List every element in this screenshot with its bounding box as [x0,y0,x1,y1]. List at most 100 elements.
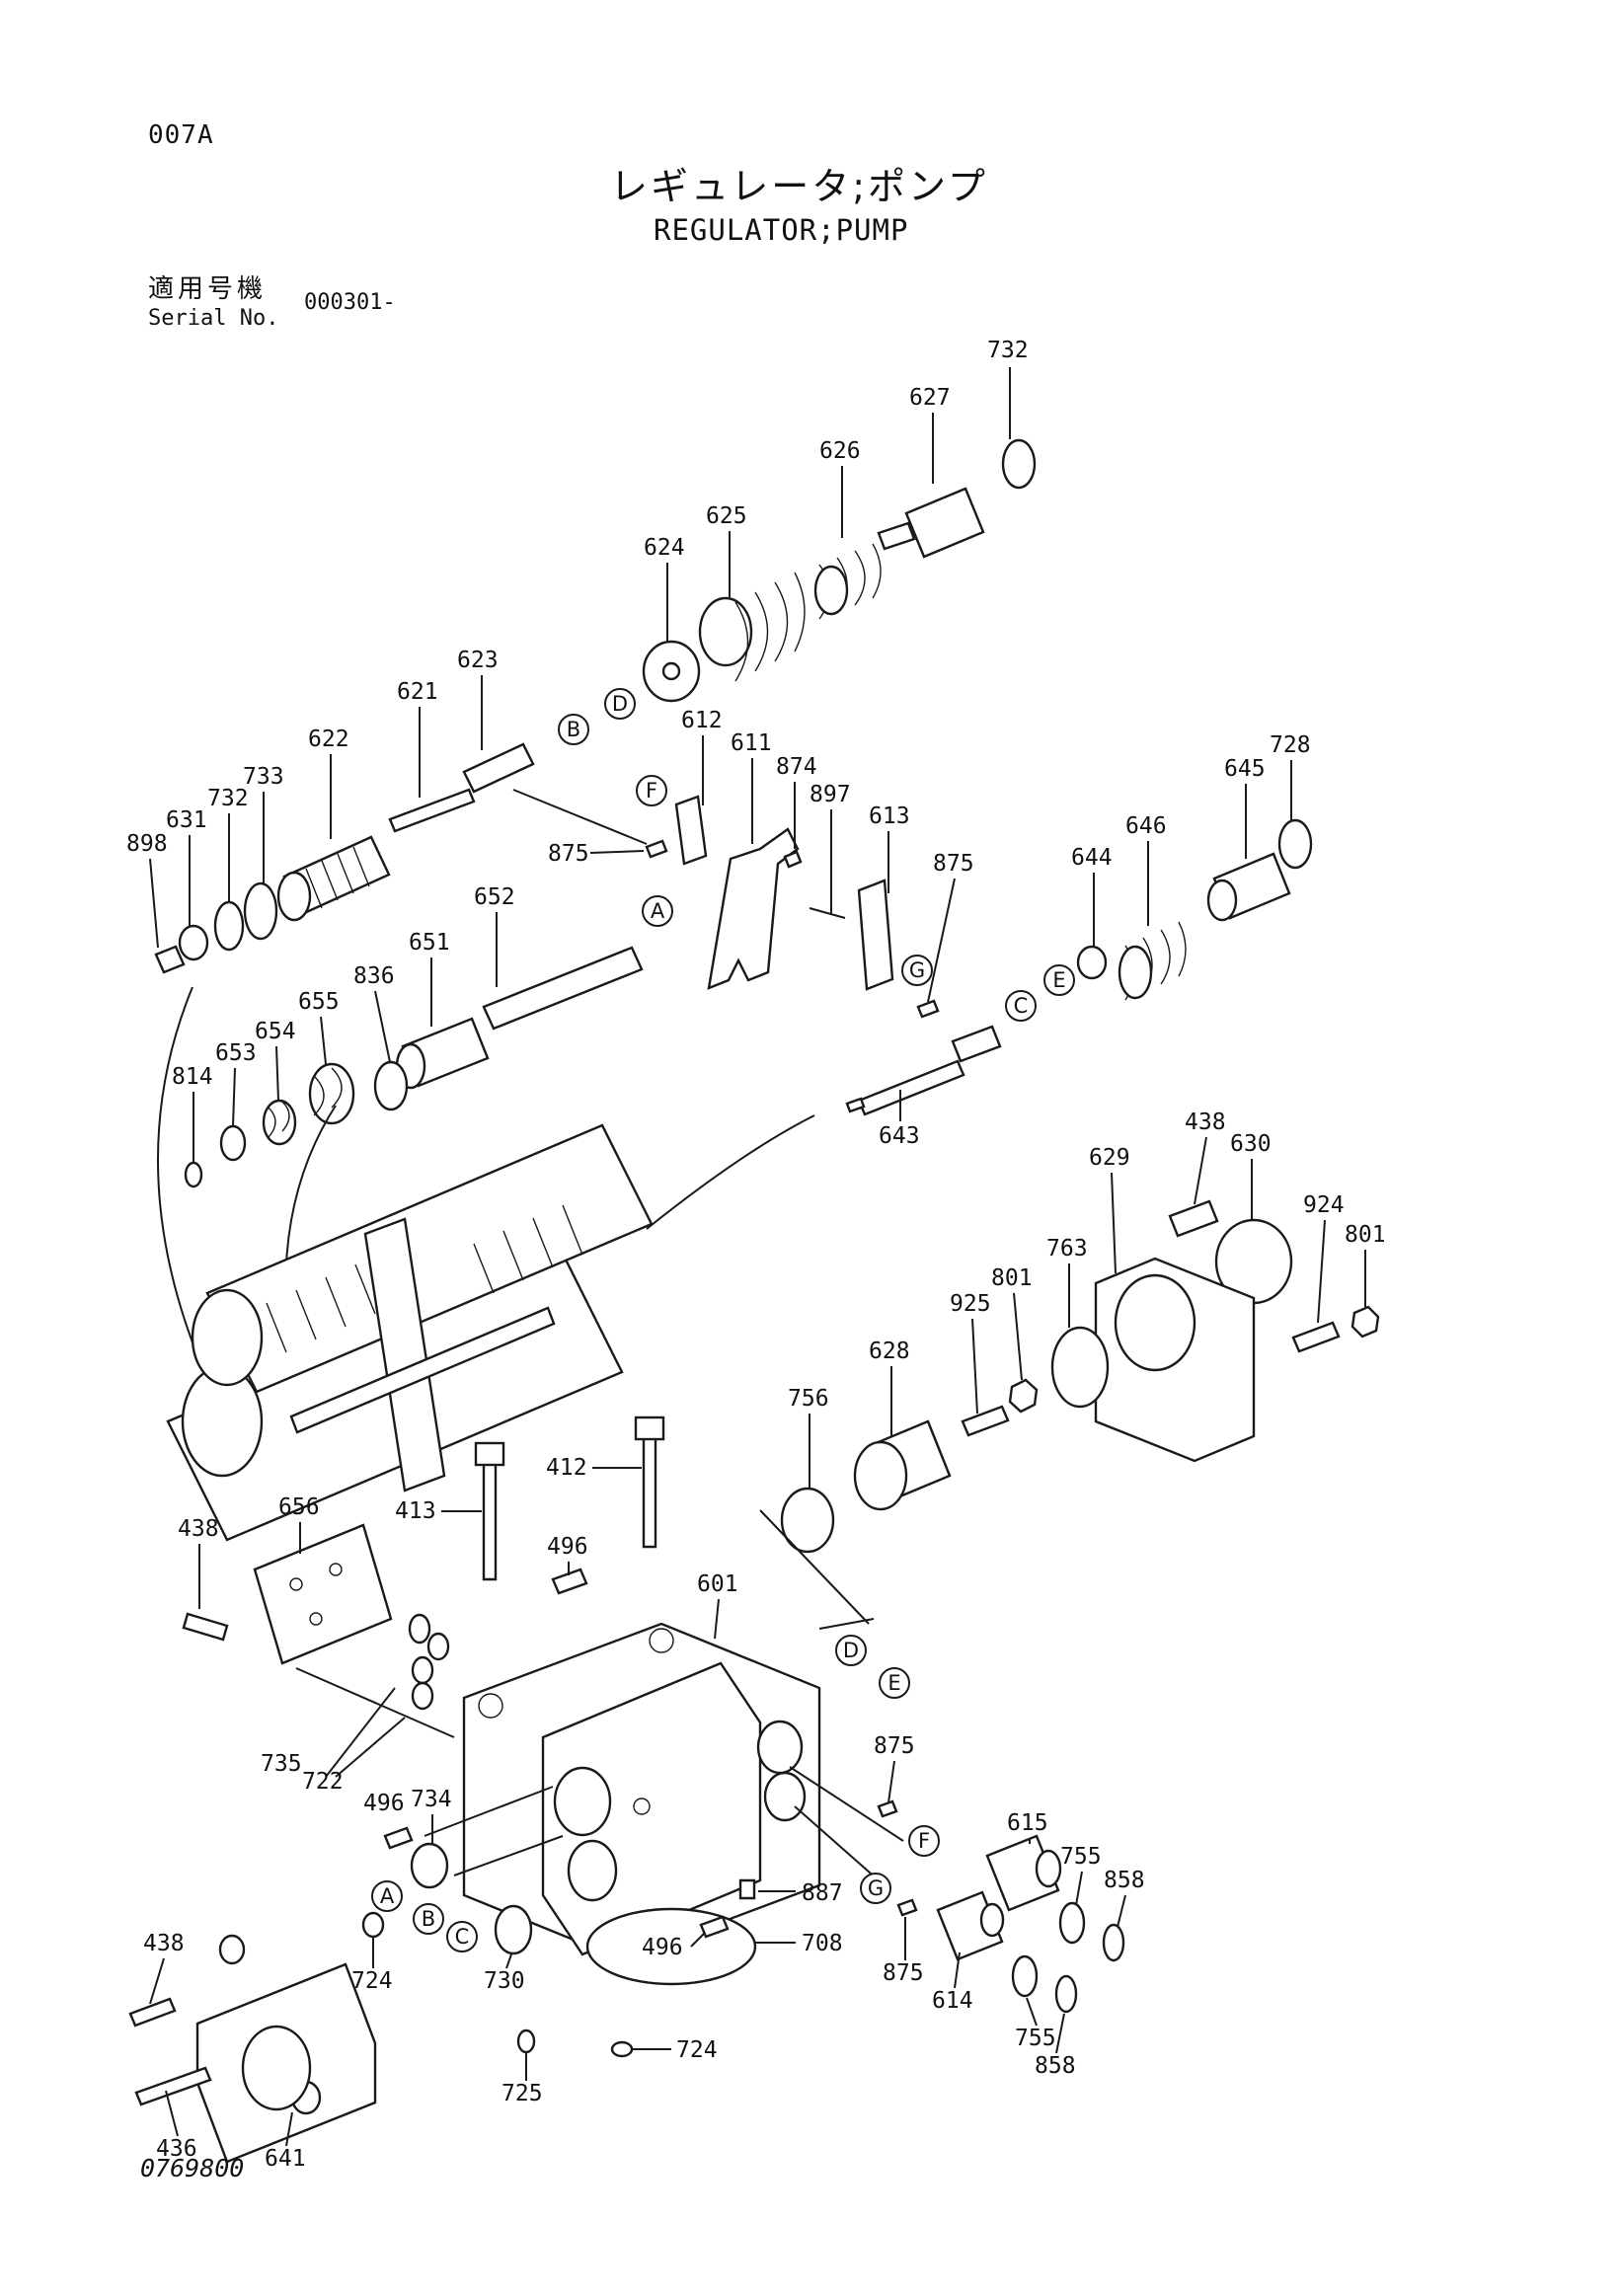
part-654 [262,1099,297,1146]
callout-728: 728 [1270,732,1311,758]
part-875-body [877,1799,898,1818]
part-413 [482,1459,498,1581]
callout-733: 733 [243,764,284,790]
title-japanese: レギュレータ;ポンプ [610,165,988,208]
callout-644: 644 [1071,845,1113,871]
part-732-left [213,900,245,952]
svg-text:B: B [422,1907,435,1931]
ref-circle-d-top: D [604,688,636,720]
leader-line [320,1016,327,1065]
part-732-right [1001,438,1037,490]
leader-line [275,1045,279,1102]
callout-755-upper: 755 [1060,1844,1102,1870]
part-730 [494,1904,533,1955]
part-801-right [1350,1305,1380,1339]
callout-612: 612 [681,708,723,733]
ref-circle-g-mid: G [901,955,933,986]
leader-line [1075,1871,1083,1906]
leader-line [325,1687,396,1778]
part-651 [395,1017,490,1090]
callout-622: 622 [308,727,349,752]
leader-line [1026,1997,1038,2027]
lever-assembly [645,795,940,1019]
svg-text:A: A [380,1884,395,1908]
part-734 [410,1842,449,1889]
leader-line [887,1760,895,1803]
part-627 [877,487,985,559]
part-735 [408,1613,431,1645]
part-756 [780,1487,835,1554]
svg-text:G: G [909,958,925,982]
svg-text:E: E [887,1671,900,1695]
part-622 [276,835,391,922]
callout-708: 708 [802,1931,843,1956]
middle-spool-stack [184,946,644,1188]
leader-line [714,1598,720,1640]
part-724-bottom [610,2040,634,2058]
page-code: 007A [148,120,214,150]
part-875-right [916,999,940,1019]
part-874 [783,850,803,869]
part-643 [857,1059,965,1116]
part-875-left [645,839,668,859]
ref-circle-f-body: F [908,1825,940,1857]
callout-763: 763 [1046,1236,1088,1262]
callout-438-top: 438 [1185,1110,1226,1135]
part-612 [674,795,708,866]
leader-line [1013,1292,1023,1381]
svg-text:D: D [612,692,628,716]
svg-text:F: F [646,779,657,803]
svg-text:C: C [455,1925,470,1949]
part-875-lower [896,1898,918,1917]
callout-875-right: 875 [933,851,974,877]
leader-line [285,2111,293,2147]
right-housing-group [780,1199,1380,1554]
callout-496-left: 496 [363,1791,405,1816]
part-624 [642,640,701,703]
ref-circle-b-low: B [413,1903,444,1935]
ref-circle-a-low: A [371,1880,403,1912]
part-629 [1094,1257,1256,1463]
callout-724-left: 724 [351,1968,393,1994]
callout-734: 734 [411,1787,452,1812]
leader-line [149,858,159,949]
part-722-c [411,1681,434,1711]
callout-438-lower: 438 [143,1931,185,1956]
leader-line [512,789,648,845]
callout-875-left: 875 [548,841,589,867]
callout-653: 653 [215,1040,257,1066]
part-858-lower [1054,1974,1078,2014]
leader-line [335,1717,406,1778]
callout-732-left: 732 [207,786,249,811]
part-925 [961,1405,1010,1437]
ref-circle-g-body: G [860,1873,891,1904]
part-836 [373,1060,409,1111]
part-643-head [951,1025,1002,1063]
callout-730: 730 [484,1968,525,1994]
ref-circle-e-mid: E [1043,964,1075,996]
part-722-a [426,1632,450,1661]
assembled-regulator-view [157,986,815,1542]
connection-references: B D F A G C E D E F G A B C [371,688,1075,1952]
part-655 [308,1062,355,1125]
part-613 [857,879,894,991]
leader-line [789,1766,904,1842]
leader-line [818,1618,875,1630]
ref-circle-d-body: D [835,1635,867,1666]
leader-line [1117,1894,1126,1928]
part-858-upper [1102,1923,1125,1962]
part-623 [462,742,535,794]
callout-898: 898 [126,831,168,857]
leader-line [1194,1136,1207,1205]
serial-label-english: Serial No. [148,306,279,331]
callout-615: 615 [1007,1810,1048,1836]
callout-629: 629 [1089,1145,1130,1171]
right-spool-stack [845,818,1313,1116]
part-725 [516,2028,536,2054]
part-653 [219,1124,247,1162]
leader-line [794,1805,880,1881]
callout-436: 436 [156,2136,197,2162]
callout-626: 626 [819,438,861,464]
lower-parts [128,1799,1125,2164]
